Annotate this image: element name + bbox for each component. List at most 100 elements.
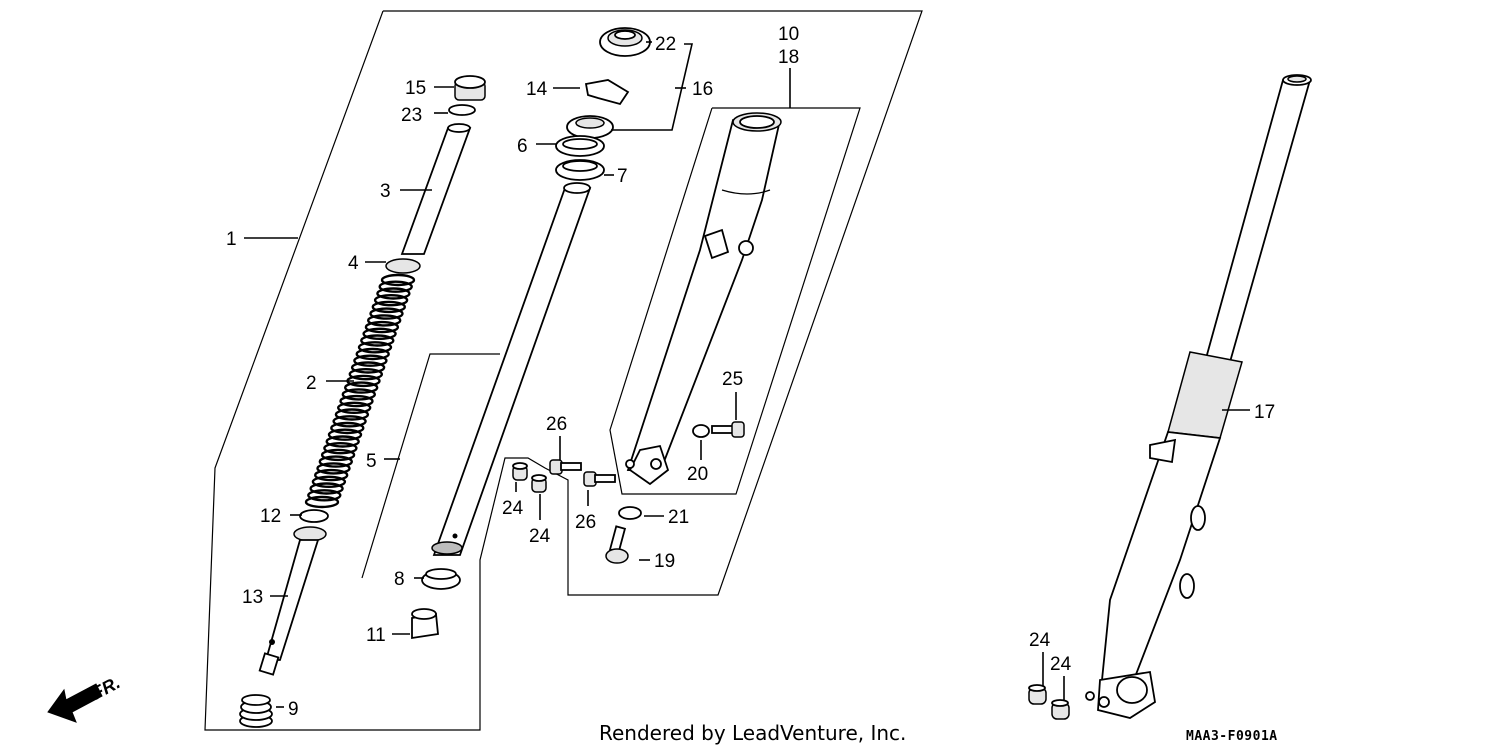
fork-assembly-17 — [1085, 74, 1312, 719]
arrow-left-icon — [47, 683, 103, 723]
callout-14: 14 — [526, 79, 548, 100]
piston-ring-12 — [299, 509, 329, 523]
diagram-code: MAA3-F0901A — [1186, 729, 1278, 744]
spring-coil — [369, 307, 404, 320]
callout-7: 7 — [617, 166, 628, 187]
callout-24-a: 24 — [502, 498, 524, 519]
assembly-outline-1 — [204, 10, 923, 731]
stopper-ring-14 — [584, 79, 630, 106]
spring-coil — [334, 408, 370, 421]
spring-coil — [378, 280, 413, 293]
fork-slider-10-18 — [625, 112, 782, 486]
washer-21 — [618, 506, 642, 520]
callout-25: 25 — [722, 369, 743, 390]
cap-24-assembly-left — [1028, 684, 1047, 705]
slider-bushing-8 — [421, 568, 461, 590]
damper-rod-13 — [258, 526, 327, 676]
spring-collar-3 — [400, 123, 472, 255]
callout-6: 6 — [517, 136, 528, 157]
spring-coil — [304, 495, 340, 509]
spring-coil — [330, 421, 365, 435]
spring-coil — [327, 428, 363, 441]
assembly-outline-5 — [361, 353, 500, 579]
callout-13: 13 — [242, 587, 263, 608]
spring-coil — [311, 475, 347, 488]
spring-coil — [350, 361, 386, 374]
spring-coil — [339, 394, 374, 408]
cap-24-upper — [512, 462, 528, 481]
spring-coil — [316, 462, 351, 475]
spring-coil — [323, 442, 358, 455]
front-direction-arrow: FR. — [47, 672, 123, 723]
spring-coil — [367, 314, 402, 327]
callout-12: 12 — [260, 506, 281, 527]
backup-ring-6 — [555, 135, 605, 157]
callout-24-b: 24 — [529, 526, 551, 547]
dust-seal-22 — [599, 27, 651, 57]
callout-24-d: 24 — [1050, 654, 1072, 675]
spring-coil — [380, 273, 416, 287]
spring-coil — [314, 468, 349, 482]
cap-24-assembly-right — [1051, 699, 1070, 720]
callout-10: 10 — [778, 24, 799, 45]
callout-23: 23 — [401, 105, 422, 126]
bolt-25 — [711, 421, 745, 438]
spring-coil — [332, 415, 367, 428]
spring-coil — [344, 381, 379, 394]
spring-coil — [341, 388, 376, 401]
spring-coil — [360, 334, 395, 347]
spring-coil — [309, 482, 344, 495]
socket-bolt-19 — [605, 525, 629, 564]
credit-text: Rendered by LeadVenture, Inc. — [599, 721, 906, 745]
fork-spring-2 — [304, 273, 416, 509]
spring-coil — [376, 287, 411, 300]
callout-2: 2 — [306, 373, 317, 394]
assembly-outline-10 — [609, 107, 861, 495]
leader-lines — [244, 41, 1250, 708]
spring-seat-4 — [385, 258, 421, 274]
rebound-spring-9 — [239, 694, 273, 728]
callout-26-a: 26 — [546, 414, 567, 435]
bushing-7 — [555, 159, 605, 181]
spring-coil — [318, 455, 353, 468]
callout-8: 8 — [394, 569, 405, 590]
oil-lock-piece-11 — [411, 608, 439, 640]
callout-16: 16 — [692, 79, 713, 100]
callout-19: 19 — [654, 551, 675, 572]
callout-22: 22 — [655, 34, 676, 55]
spring-coil — [307, 489, 342, 502]
bolt-26-lower — [583, 471, 616, 487]
callout-11: 11 — [366, 625, 386, 646]
callout-labels: 1 2 3 4 5 6 7 8 9 10 11 12 13 14 15 16 1… — [226, 24, 1275, 720]
callout-17: 17 — [1254, 402, 1275, 423]
spring-coil — [371, 300, 406, 314]
o-ring-23 — [448, 104, 476, 116]
spring-coil — [320, 448, 356, 462]
callout-9: 9 — [288, 699, 299, 720]
callout-18: 18 — [778, 47, 799, 68]
spring-coil — [353, 354, 388, 367]
washer-20 — [692, 424, 710, 438]
spring-coil — [362, 327, 397, 340]
spring-coil — [337, 401, 372, 414]
callout-1: 1 — [226, 229, 237, 250]
spring-coil — [357, 341, 393, 354]
callout-26-b: 26 — [575, 512, 596, 533]
callout-21: 21 — [668, 507, 689, 528]
callout-3: 3 — [380, 181, 391, 202]
cap-24-lower — [531, 474, 547, 493]
bolt-26-upper — [549, 459, 582, 475]
spring-coil — [325, 435, 360, 448]
callout-15: 15 — [405, 78, 426, 99]
spring-coil — [373, 294, 409, 307]
spring-coil — [348, 368, 383, 381]
fork-pipe-5 — [431, 182, 592, 556]
spring-coil — [364, 320, 400, 334]
callout-24-c: 24 — [1029, 630, 1051, 651]
callout-4: 4 — [348, 253, 359, 274]
callout-20: 20 — [687, 464, 708, 485]
spring-coil — [355, 347, 390, 361]
oil-seal-16 — [566, 115, 614, 139]
